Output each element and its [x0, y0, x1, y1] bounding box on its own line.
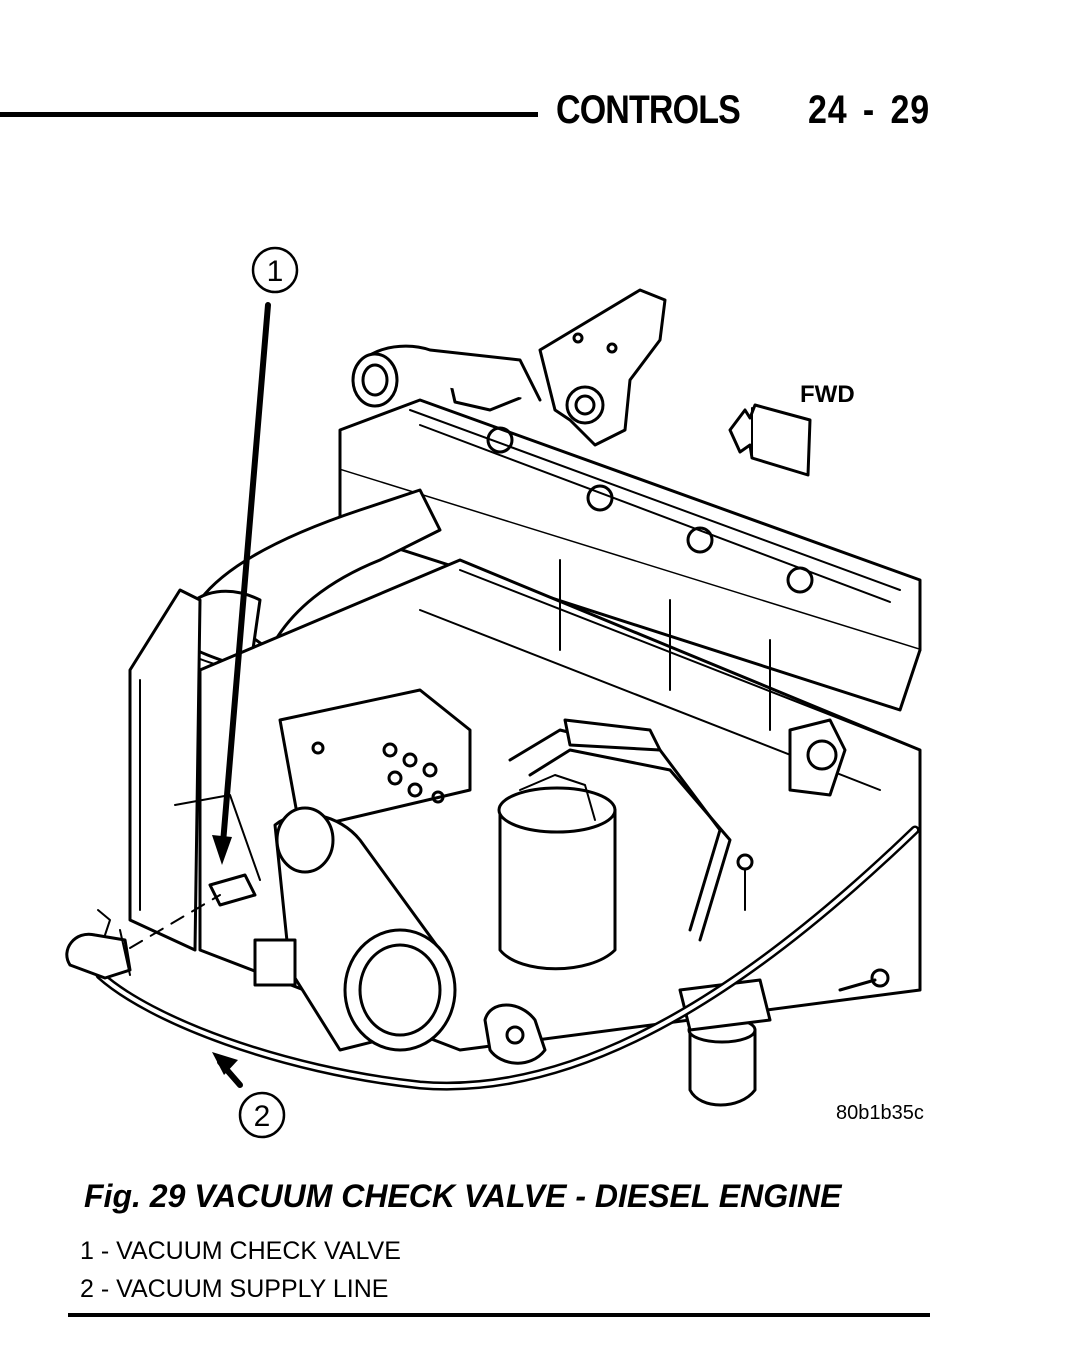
callout-1: 1 [267, 255, 284, 288]
fwd-label: FWD [800, 381, 855, 408]
callout-2: 2 [254, 1100, 271, 1133]
footer-rule [68, 1313, 930, 1317]
header-rule [0, 112, 538, 117]
diagram-code: 80b1b35c [836, 1102, 924, 1124]
section-title: CONTROLS [556, 88, 741, 132]
legend-item: 2 - VACUUM SUPPLY LINE [80, 1275, 389, 1303]
legend-item: 1 - VACUUM CHECK VALVE [80, 1237, 401, 1265]
page-number: 24 - 29 [808, 88, 931, 132]
figure-legend: 1 - VACUUM CHECK VALVE 2 - VACUUM SUPPLY… [80, 1232, 401, 1308]
engine-illustration: FWD [65, 246, 922, 1139]
figure-caption: Fig. 29 VACUUM CHECK VALVE - DIESEL ENGI… [84, 1178, 842, 1214]
